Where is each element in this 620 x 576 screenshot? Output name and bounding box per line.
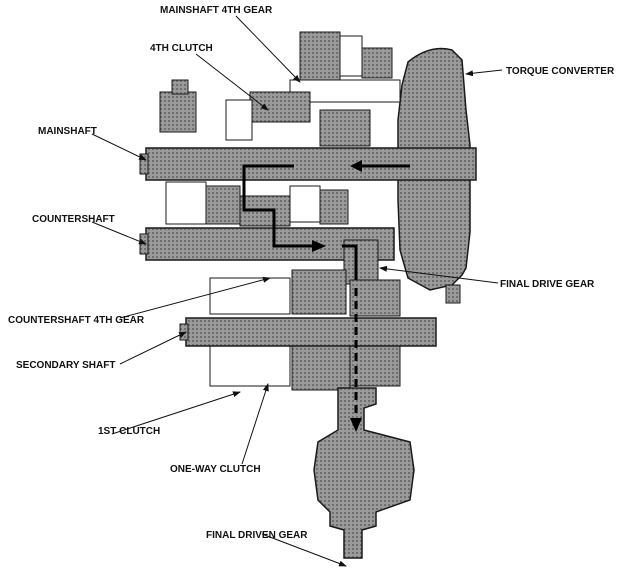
label-mainshaft-4th-gear: MAINSHAFT 4TH GEAR [160, 5, 273, 16]
mainshaft-4th-gear-assembly [159, 31, 401, 147]
label-one-way-clutch: ONE-WAY CLUTCH [170, 464, 261, 475]
label-mainshaft: MAINSHAFT [38, 126, 97, 137]
final-driven-gear [313, 387, 415, 559]
labels: MAINSHAFT 4TH GEAR 4TH CLUTCH TORQUE CON… [8, 5, 615, 541]
label-4th-clutch: 4TH CLUTCH [150, 43, 213, 54]
mainshaft [139, 147, 477, 181]
label-secondary-shaft: SECONDARY SHAFT [16, 360, 115, 371]
label-final-drive-gear: FINAL DRIVE GEAR [500, 279, 595, 290]
label-countershaft-4th-gear: COUNTERSHAFT 4TH GEAR [8, 315, 145, 326]
label-1st-clutch: 1ST CLUTCH [98, 426, 160, 437]
secondary-shaft [179, 317, 437, 347]
label-torque-converter: TORQUE CONVERTER [506, 66, 615, 77]
label-countershaft: COUNTERSHAFT [32, 214, 115, 225]
secondary-shaft-assembly [209, 269, 401, 391]
label-final-driven-gear: FINAL DRIVEN GEAR [206, 530, 308, 541]
power-flow-path [242, 160, 410, 432]
leader-lines [91, 15, 503, 567]
middle-gear-cluster [165, 181, 349, 227]
